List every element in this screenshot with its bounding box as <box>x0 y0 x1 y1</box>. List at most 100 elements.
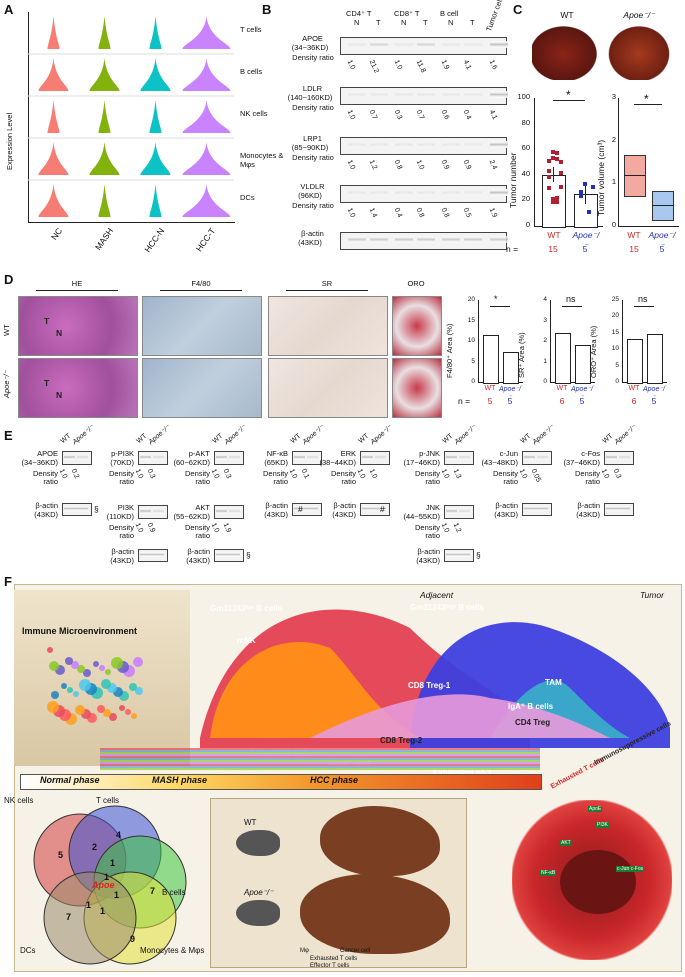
b-density-value: 0.4 <box>461 109 473 121</box>
e-actin-kd: (43KD) <box>494 510 518 519</box>
b-density-value: 1.0 <box>345 59 357 71</box>
panel-label-a: A <box>4 2 14 17</box>
venn-count: 1 <box>110 858 116 868</box>
venn-count: 1 <box>86 900 92 910</box>
c-bar-error <box>585 183 586 205</box>
violin-HCC-T-0 <box>182 16 231 49</box>
e-ratio-value: 1.0 <box>209 468 221 480</box>
d-chart-n: 5 <box>487 396 493 406</box>
e-ratio: ratio <box>119 531 134 540</box>
d-chart-n: 6 <box>559 396 565 406</box>
c-bar-point <box>583 182 587 187</box>
f-legend-cancer: Cancer cell <box>340 948 371 954</box>
violin-svg <box>28 16 234 217</box>
b-band <box>395 236 413 243</box>
b-density-value: 1.2 <box>367 159 379 171</box>
violin-MASH-4 <box>98 184 111 217</box>
umap-cluster <box>135 687 143 695</box>
e-ratio-value: 1.0 <box>209 522 221 534</box>
umap-cluster <box>47 701 59 713</box>
umap-cluster <box>93 661 99 667</box>
e-blot-name: p-PI3K <box>111 449 134 458</box>
c-box-ytick: 3 <box>611 92 616 101</box>
b-density-label: Density ratio <box>292 201 334 210</box>
b-band <box>348 41 366 48</box>
b-density-value: 0.5 <box>461 207 473 219</box>
e-density: Density <box>108 469 134 478</box>
e-band <box>459 454 470 460</box>
e-ratio-value: 1.0 <box>367 468 379 480</box>
c-bar-axis <box>534 98 603 227</box>
b-protein-name: LRP1 <box>303 134 322 143</box>
e-blot-kd: (37~46KD) <box>563 458 600 467</box>
e-ratio-value: 0.1 <box>299 468 311 480</box>
d-chart-cat: WT <box>484 385 496 392</box>
b-group-b: B cell <box>440 9 459 18</box>
e-band <box>619 454 630 460</box>
b-density-value: 1.0 <box>345 207 357 219</box>
b-band <box>490 91 508 98</box>
e-band <box>606 454 617 460</box>
b-density-label: Density ratio <box>292 53 334 62</box>
violin-HCC-N-0 <box>149 16 162 49</box>
e-blot-name: p-JNK <box>419 449 440 458</box>
d-stain-title: HE <box>71 279 83 288</box>
e-ratio: ratio <box>273 477 288 486</box>
d-chart-cat: Apoe⁻/⁻ <box>571 386 593 401</box>
venn-set-label: Monocytes & Mφs <box>140 946 205 955</box>
f-population: mNK <box>237 636 256 645</box>
e-density: Density <box>414 523 440 532</box>
c-box-1 <box>652 190 674 221</box>
umap-cluster <box>65 657 73 665</box>
e-band <box>446 552 470 557</box>
e-blot-kd: (65KD) <box>264 458 288 467</box>
e-density: Density <box>184 469 210 478</box>
umap-cluster <box>51 691 59 699</box>
e-ratio-value: 1.0 <box>599 468 611 480</box>
e-actin: β-actin <box>333 501 356 510</box>
e-band <box>362 506 386 511</box>
d-chart-axis-0 <box>478 300 523 383</box>
e-actin-kd: (43KD) <box>332 510 356 519</box>
b-density-value: 1.0 <box>345 159 357 171</box>
b-band <box>417 236 435 243</box>
d-chart-ytick: 2 <box>543 337 547 344</box>
e-blot-kd: (60~62KD) <box>173 458 210 467</box>
d-chart-bar <box>627 339 643 384</box>
b-band <box>348 189 366 196</box>
e-density: Density <box>574 469 600 478</box>
b-density-value: 0.7 <box>414 109 426 121</box>
umap-cluster <box>47 647 53 653</box>
violin-row-label: NK cells <box>240 109 268 118</box>
c-ko-label: Apoe⁻/⁻ <box>623 10 655 20</box>
e-band <box>229 508 240 514</box>
e-density: Density <box>492 469 518 478</box>
violin-MASH-3 <box>89 142 120 175</box>
b-band <box>417 189 435 196</box>
b-band <box>442 91 460 98</box>
venn-count: 7 <box>66 912 72 922</box>
c-bar-point <box>551 155 555 160</box>
e-blot-kd: (55~62KD) <box>173 512 210 521</box>
d-chart-cat: Apoe⁻/⁻ <box>499 386 521 401</box>
b-group-cd4: CD4⁺ T <box>346 9 372 18</box>
b-protein-name: VLDLR <box>300 182 325 191</box>
c-box-0 <box>624 154 646 197</box>
umap-cluster <box>97 705 105 713</box>
d-micrograph-HE-1 <box>18 358 138 418</box>
d-chart-ytick: 4 <box>543 296 547 303</box>
f-population: TAM <box>545 678 562 687</box>
c-bar-ytick: 60 <box>521 143 530 153</box>
d-he-N: N <box>56 390 63 400</box>
c-bar-1 <box>574 194 598 228</box>
venn-count: 5 <box>58 850 64 860</box>
d-chart-n: 5 <box>579 396 585 406</box>
e-blot-kd: (38~44KD) <box>319 458 356 467</box>
b-density-value: 11.8 <box>414 59 427 74</box>
c-bar-ytick: 40 <box>521 168 530 178</box>
venn-set-4 <box>43 871 137 965</box>
e-ratio-value: 0.9 <box>145 522 157 534</box>
f-population: Exhausted γδ T <box>433 768 493 777</box>
venn-count: 4 <box>116 830 122 840</box>
b-band <box>490 141 508 148</box>
